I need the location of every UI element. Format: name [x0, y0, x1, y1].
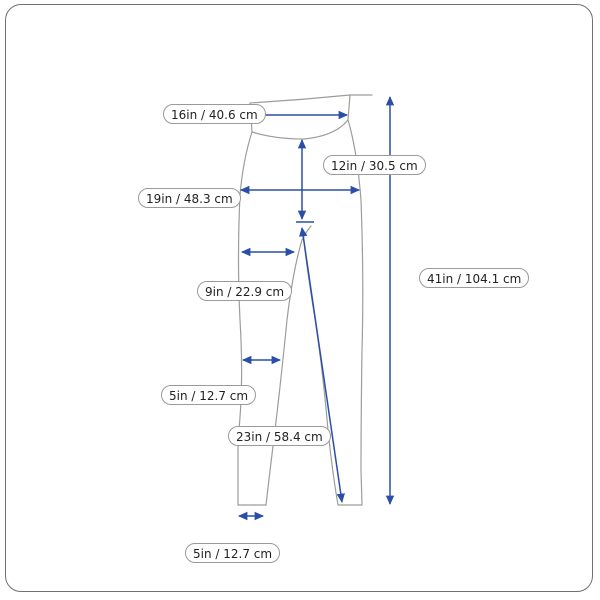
- back-leg-outline: [302, 119, 364, 506]
- length-label: 41in / 104.1 cm: [419, 268, 530, 288]
- front-leg-outline: [237, 131, 312, 506]
- diagram-frame: [5, 4, 593, 592]
- hip-label: 19in / 48.3 cm: [138, 188, 241, 208]
- inseam-arrow: [299, 226, 345, 504]
- thigh-label: 9in / 22.9 cm: [197, 281, 293, 301]
- waist-label: 16in / 40.6 cm: [163, 104, 266, 124]
- inseam-label: 23in / 58.4 cm: [228, 426, 331, 446]
- waistband-outline: [249, 94, 351, 140]
- leg-opening-label: 5in / 12.7 cm: [185, 543, 281, 563]
- rise-label: 12in / 30.5 cm: [323, 155, 426, 175]
- knee-label: 5in / 12.7 cm: [161, 385, 257, 405]
